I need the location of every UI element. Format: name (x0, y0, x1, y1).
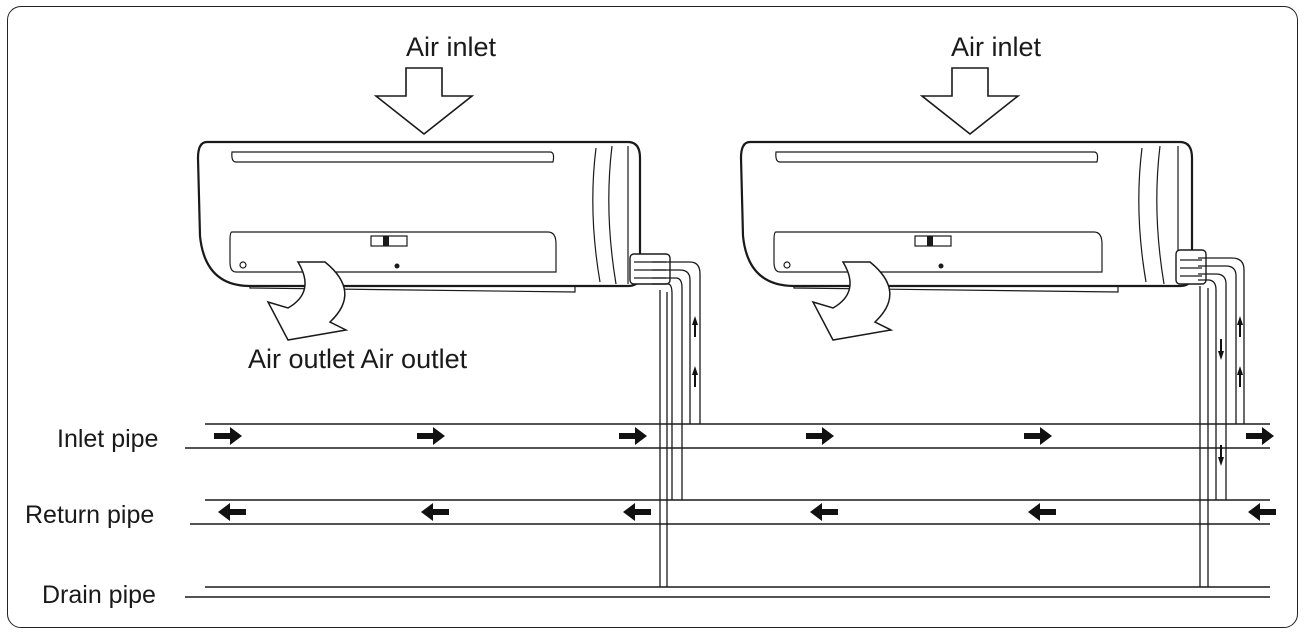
arrow-left-icon (810, 503, 838, 521)
diagram-frame (7, 6, 1298, 628)
arrow-right-icon (806, 427, 834, 445)
arrow-right-icon (417, 427, 445, 445)
indoor-unit-right (739, 67, 1245, 587)
arrow-right-icon (1246, 427, 1274, 445)
return-pipe-label: Return pipe (25, 501, 155, 529)
arrow-left-icon (421, 503, 449, 521)
arrow-right-icon (619, 427, 647, 445)
inlet-pipe-label: Inlet pipe (57, 425, 159, 453)
arrow-left-icon (623, 503, 651, 521)
inlet-flow-arrows (214, 427, 1274, 445)
drain-pipe-label: Drain pipe (42, 581, 156, 609)
air-inlet-label-right: Air inlet (951, 32, 1042, 62)
curved-outlet-arrow-icon (811, 261, 894, 341)
return-pipe-lines (190, 499, 1270, 525)
arrow-left-icon (218, 503, 246, 521)
hollow-down-arrow-icon (373, 67, 475, 136)
arrow-left-icon (1028, 503, 1056, 521)
indoor-unit-left (196, 67, 701, 587)
air-inlet-label-left: Air inlet (406, 32, 497, 62)
arrow-left-icon (1248, 503, 1276, 521)
curved-outlet-arrow-icon (266, 261, 349, 341)
arrow-right-icon (214, 427, 242, 445)
drain-pipe-lines (185, 586, 1270, 598)
arrow-right-icon (1024, 427, 1052, 445)
inlet-pipe-lines (185, 423, 1270, 449)
return-flow-arrows (218, 503, 1276, 521)
hollow-down-arrow-icon (919, 67, 1021, 136)
air-outlet-label: Air outlet Air outlet (248, 344, 468, 374)
